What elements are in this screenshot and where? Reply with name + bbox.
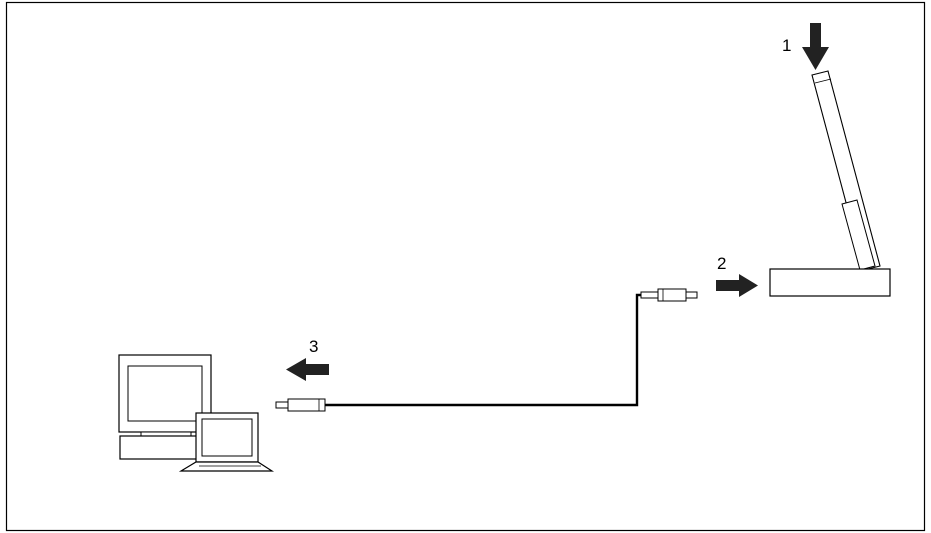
step-2-label: 2 — [717, 254, 726, 273]
device-cradle — [770, 269, 890, 296]
step-1-label: 1 — [782, 36, 791, 55]
step-3-label: 3 — [309, 337, 318, 356]
